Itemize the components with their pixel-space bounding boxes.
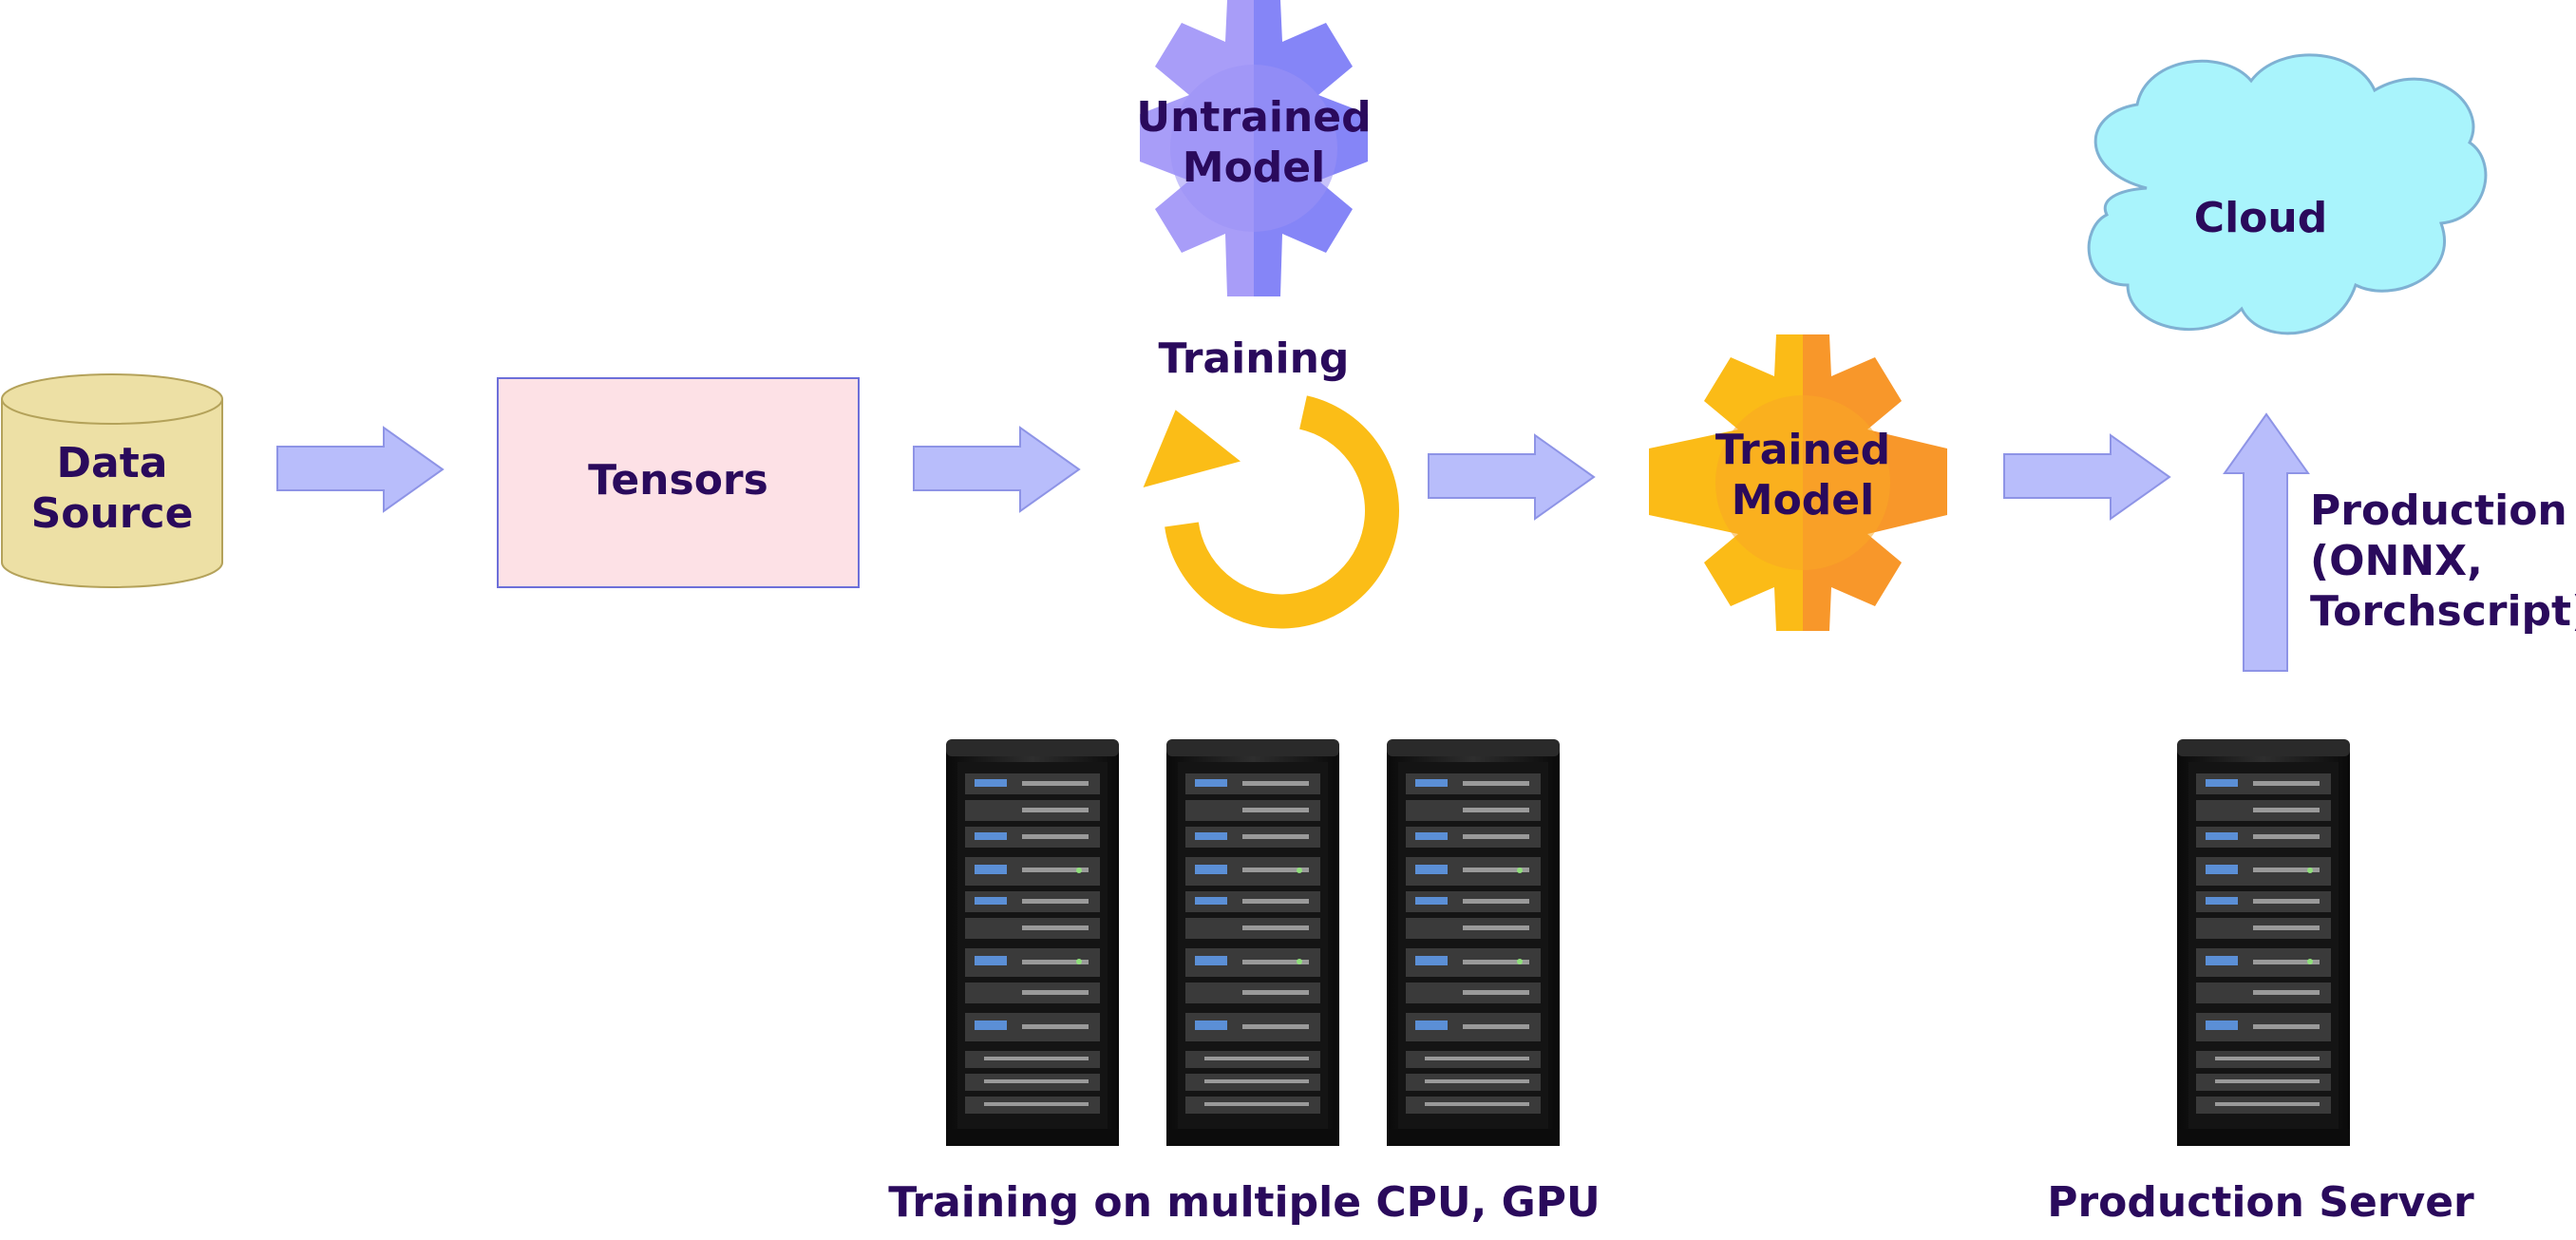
cloud-icon [2087,53,2488,335]
untrained-model-label: Untrained Model [1136,93,1372,192]
gear-icon [1649,334,1947,631]
data-source-label: Data Source [30,439,194,538]
refresh-cycle-icon [1143,395,1399,629]
server-rack-icon [946,739,1119,1146]
production-label: Production (ONNX, Torchscript) [2310,486,2576,636]
tensors-box [497,377,860,588]
server-rack-icon [2177,739,2350,1146]
training-label: Training [1158,334,1350,383]
training-servers-caption: Training on multiple CPU, GPU [888,1178,1601,1227]
server-rack-icon [1166,739,1339,1146]
tensors-label: Tensors [588,456,768,505]
server-rack-icon [1387,739,1560,1146]
trained-model-label: Trained Model [1714,426,1891,525]
flow-arrow-2 [913,426,1081,513]
flow-arrow-1 [276,426,445,513]
cloud-label: Cloud [2193,194,2328,242]
gear-icon [1140,0,1368,296]
flow-arrow-3 [1428,433,1596,521]
flow-arrow-up [2223,412,2310,672]
flow-arrow-4 [2003,433,2171,521]
production-server-caption: Production Server [2047,1178,2474,1227]
database-cylinder-icon [1,373,223,588]
